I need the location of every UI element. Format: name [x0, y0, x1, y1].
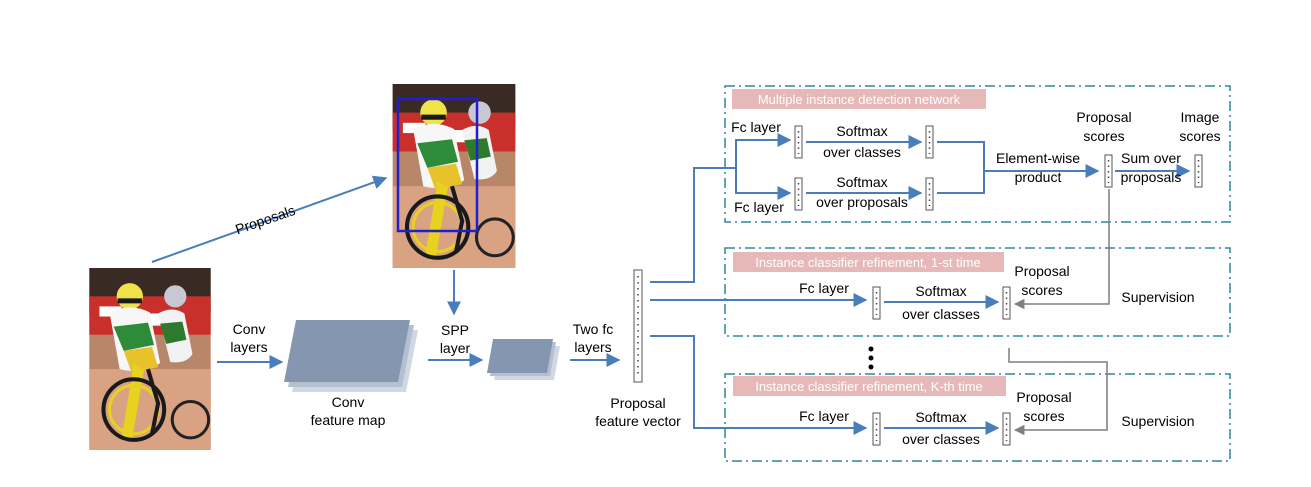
refineK-title: Instance classifier refinement, K-th tim… [755, 379, 983, 394]
proposal-feature-vector [633, 269, 643, 383]
midn-vector-1 [794, 125, 803, 159]
refine1-fc-label: Fc layer [799, 280, 849, 296]
midn-vector-2 [794, 177, 803, 211]
softmax-classes-label: Softmax [836, 123, 887, 139]
refine1-scores-label-2: scores [1021, 282, 1062, 298]
proposal-image [393, 84, 516, 268]
refine1-vector-1 [872, 286, 881, 320]
image-scores-label-2: scores [1179, 128, 1220, 144]
refineK-scores-label-2: scores [1023, 408, 1064, 424]
refine1-vector-2 [1002, 286, 1011, 320]
midn-proposal-scores-label: Proposal [1076, 109, 1131, 125]
supervision-arrow-1 [1013, 189, 1110, 310]
cyclist-photo-icon [393, 84, 516, 268]
softmax-proposals-label: Softmax [836, 174, 887, 190]
refineK-supervision-label: Supervision [1121, 413, 1194, 429]
image-scores-label: Image [1181, 109, 1220, 125]
elementwise-label: Element-wise [996, 150, 1080, 166]
refineK-softmax-label-2: over classes [902, 431, 980, 447]
midn-fc-bottom-label: Fc layer [734, 199, 784, 215]
refine1-supervision-label: Supervision [1121, 289, 1194, 305]
refine1-scores-label: Proposal [1014, 263, 1069, 279]
conv-layers-label-2: layers [230, 339, 267, 355]
midn-title: Multiple instance detection network [758, 92, 961, 107]
proposal-bounding-box [396, 97, 479, 233]
refine1-title: Instance classifier refinement, 1-st tim… [755, 255, 980, 270]
midn-fc-bottom-arrow [735, 168, 792, 200]
refineK-fc-label: Fc layer [799, 408, 849, 424]
conv-feature-map-label-2: feature map [311, 412, 386, 428]
midn-box: Multiple instance detection network [724, 85, 1231, 223]
input-image [89, 268, 210, 450]
proposals-label: Proposals [233, 202, 297, 237]
proposals-arrow [151, 175, 388, 263]
proposal-feature-vector-label-2: feature vector [595, 413, 681, 429]
spp-label-2: layer [440, 340, 471, 356]
refine1-box: Instance classifier refinement, 1-st tim… [724, 247, 1231, 337]
refineK-softmax-label: Softmax [915, 409, 966, 425]
conv-layers-label: Conv [233, 321, 266, 337]
two-fc-label: Two fc [573, 321, 613, 337]
branch-to-midn [650, 167, 722, 283]
refine1-softmax-label-2: over classes [902, 306, 980, 322]
cyclist-photo-icon [89, 268, 210, 450]
midn-fc-top-arrow [722, 133, 792, 169]
refine1-softmax-label: Softmax [915, 283, 966, 299]
refineK-scores-label: Proposal [1016, 389, 1071, 405]
refineK-box: Instance classifier refinement, K-th tim… [724, 373, 1231, 462]
midn-proposal-scores-vector [1104, 154, 1113, 188]
sum-label: Sum over [1121, 150, 1181, 166]
proposal-feature-vector-label: Proposal [610, 395, 665, 411]
midn-vector-4 [925, 177, 934, 211]
elementwise-label-2: product [1015, 169, 1062, 185]
merge-lines [937, 141, 985, 194]
conv-feature-map-label: Conv [332, 394, 365, 410]
vertical-ellipsis-icon [868, 346, 874, 370]
spp-label: SPP [441, 322, 469, 338]
sum-label-2: proposals [1121, 169, 1182, 185]
branch-to-refineK [650, 335, 868, 435]
conv-feature-map [284, 320, 418, 392]
spp-feature-map [487, 339, 560, 380]
refineK-vector-1 [872, 412, 881, 446]
two-fc-label-2: layers [574, 339, 611, 355]
midn-vector-3 [925, 125, 934, 159]
softmax-classes-label-2: over classes [823, 144, 901, 160]
midn-fc-top-label: Fc layer [731, 119, 781, 135]
supervision-arrow-k [1008, 348, 1108, 436]
softmax-proposals-label-2: over proposals [816, 194, 908, 210]
image-scores-vector [1194, 154, 1203, 188]
midn-proposal-scores-label-2: scores [1083, 128, 1124, 144]
refineK-vector-2 [1002, 412, 1011, 446]
